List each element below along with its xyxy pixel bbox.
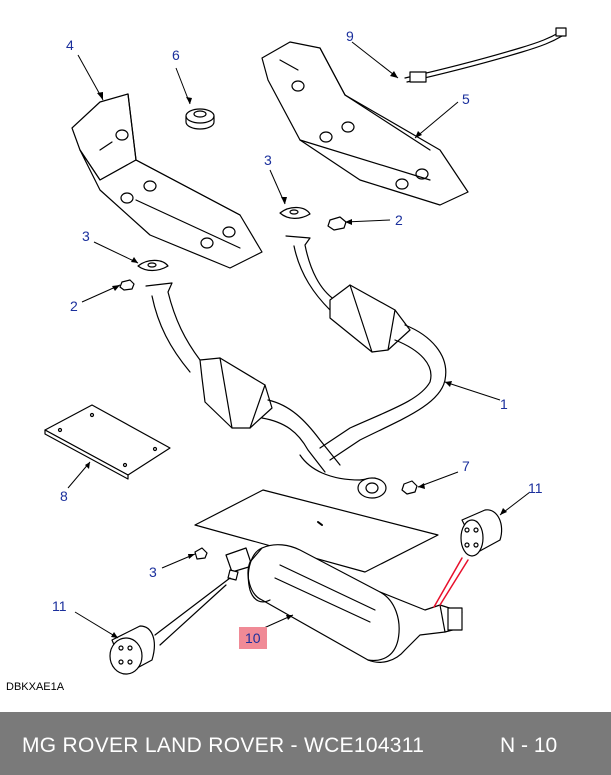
callout-3-lower[interactable]: 3 — [149, 564, 157, 580]
callout-7[interactable]: 7 — [462, 458, 470, 474]
nut-left — [119, 279, 135, 291]
callout-2-upper-left[interactable]: 2 — [70, 298, 78, 314]
gasket-right — [279, 206, 311, 219]
footer-title: MG ROVER LAND ROVER - WCE104311 — [22, 734, 425, 757]
callout-6[interactable]: 6 — [172, 47, 180, 63]
rubber-mount-right — [460, 509, 503, 557]
callout-3-upper-left[interactable]: 3 — [82, 228, 90, 244]
rear-silencer — [225, 544, 463, 663]
nut-right — [327, 216, 347, 231]
left-heat-shield — [71, 93, 263, 269]
leader-arrowheads — [85, 71, 507, 638]
front-pipe-assembly — [145, 235, 447, 499]
callout-10-highlighted[interactable]: 10 — [239, 627, 267, 649]
oxygen-sensor — [404, 27, 567, 83]
nut-lower — [401, 480, 418, 495]
grommet — [185, 108, 215, 130]
footer-page-ref: N - 10 — [500, 734, 558, 757]
rubber-mount-left — [109, 625, 155, 675]
gasket-left — [137, 259, 169, 272]
heat-plate — [44, 404, 171, 480]
callout-2-upper-right[interactable]: 2 — [395, 212, 403, 228]
callout-9[interactable]: 9 — [346, 28, 354, 44]
callout-11-right[interactable]: 11 — [528, 480, 543, 496]
diagram-code: DBKXAE1A — [6, 681, 65, 693]
callout-8[interactable]: 8 — [60, 488, 68, 504]
callout-1[interactable]: 1 — [500, 396, 508, 412]
gasket-lower — [194, 547, 208, 560]
right-heat-shield — [261, 41, 469, 206]
callout-4[interactable]: 4 — [66, 37, 74, 53]
callout-11-left[interactable]: 11 — [52, 598, 67, 614]
exhaust-system-diagram — [44, 27, 567, 675]
callout-3-upper-right[interactable]: 3 — [264, 152, 272, 168]
silencer-mount-brackets — [154, 557, 469, 646]
footer-bar: MG ROVER LAND ROVER - WCE104311 N - 10 — [0, 712, 611, 775]
callout-5[interactable]: 5 — [462, 91, 470, 107]
